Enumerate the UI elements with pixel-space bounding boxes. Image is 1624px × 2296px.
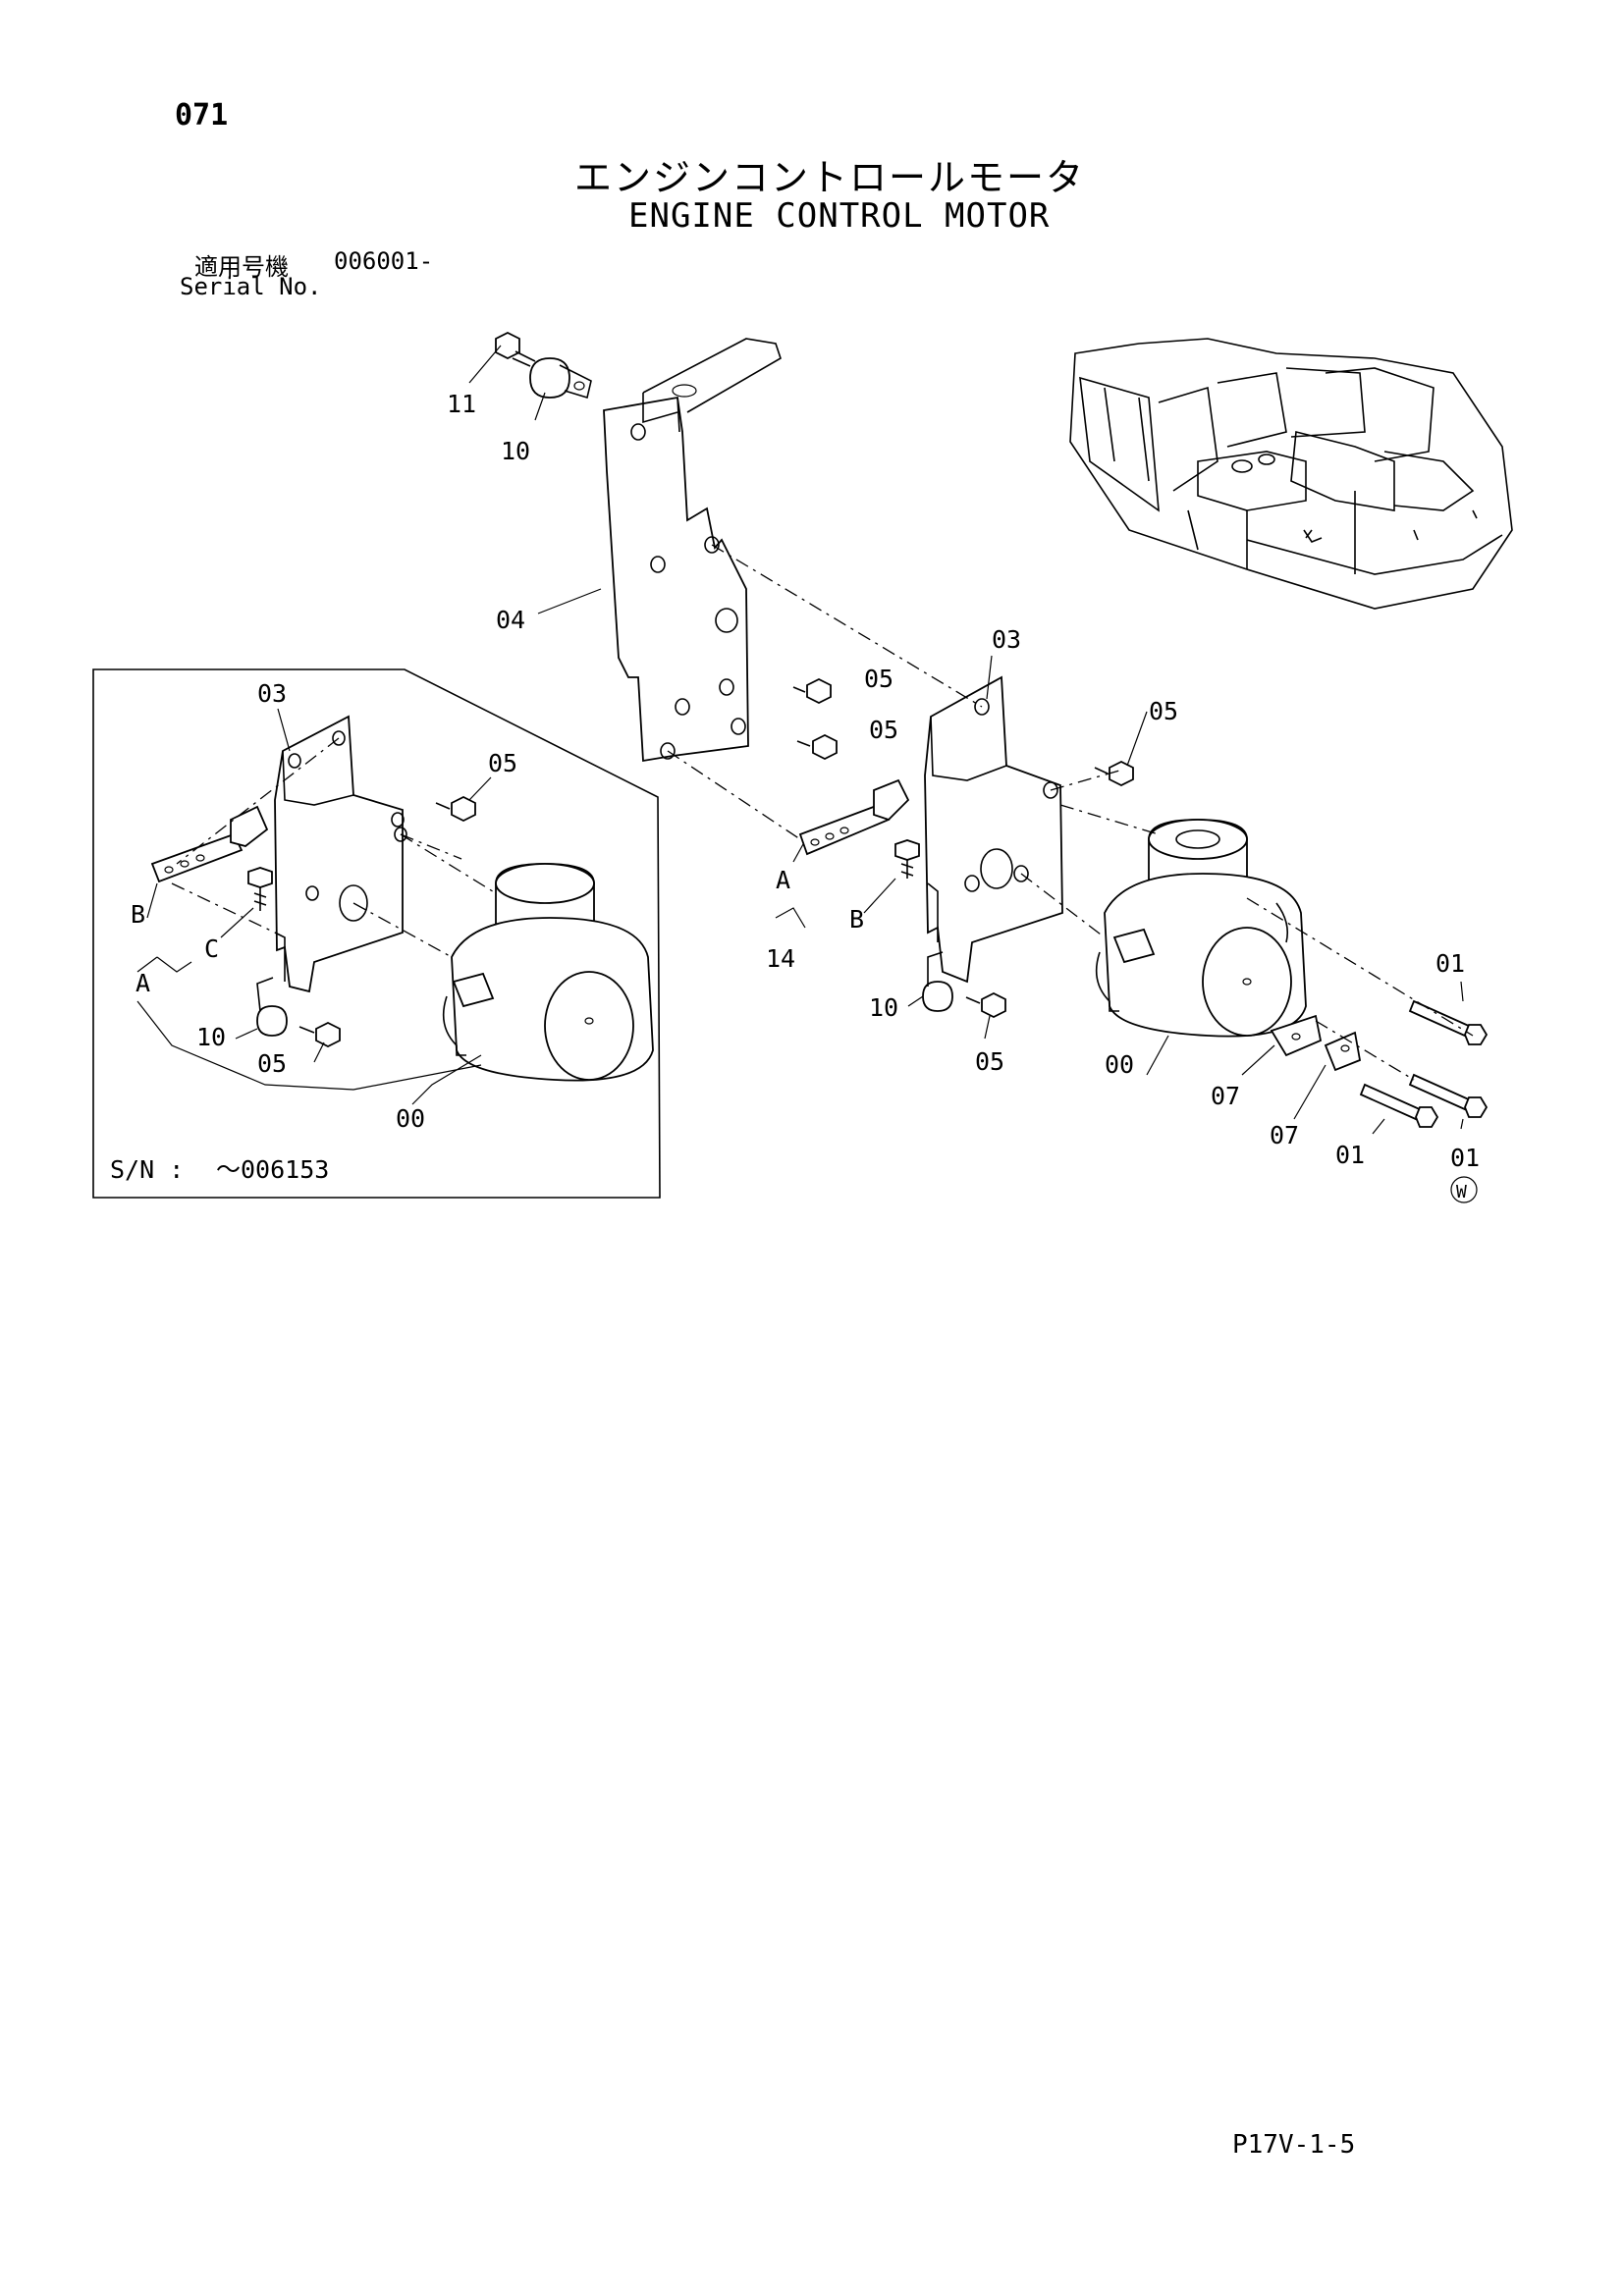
callout-A: A bbox=[776, 866, 790, 894]
callout-04: 04 bbox=[496, 606, 525, 634]
serial-label: Serial No. bbox=[180, 273, 322, 300]
bolt-05-b bbox=[796, 733, 838, 761]
page-number: 071 bbox=[175, 98, 229, 133]
inset-callout-05-lower: 05 bbox=[257, 1049, 287, 1078]
callout-00: 00 bbox=[1105, 1050, 1134, 1079]
machine-location-illustration bbox=[1069, 338, 1513, 610]
inset-panel-earlier-serial: 03 05 B C A 10 05 00 S/N : ～006153 bbox=[92, 668, 661, 1199]
callout-07-a: 07 bbox=[1211, 1082, 1240, 1110]
serial-label-japanese: 適用号機 bbox=[194, 253, 289, 281]
callout-05-b: 05 bbox=[869, 716, 898, 744]
callout-10-lower: 10 bbox=[869, 993, 898, 1022]
callout-14: 14 bbox=[766, 944, 795, 973]
inset-callout-00: 00 bbox=[396, 1104, 425, 1133]
bracket-04 bbox=[603, 338, 782, 763]
clamp-10-lower bbox=[922, 951, 953, 1012]
lever-assembly-14 bbox=[798, 778, 920, 879]
callout-01-c: 01 bbox=[1450, 1144, 1480, 1172]
clamp-10-top bbox=[529, 357, 592, 400]
inset-callout-C: C bbox=[204, 934, 219, 963]
plate-07-a bbox=[1270, 1014, 1323, 1057]
leader-lines bbox=[468, 345, 1464, 1135]
callout-10-top: 10 bbox=[501, 437, 530, 465]
engine-control-motor-00 bbox=[1095, 819, 1307, 1038]
inset-callout-03: 03 bbox=[257, 679, 287, 708]
callout-03: 03 bbox=[992, 625, 1021, 654]
plate-07-b bbox=[1324, 1031, 1362, 1072]
bolt-11 bbox=[495, 331, 536, 367]
page-title: ENGINE CONTROL MOTOR bbox=[628, 196, 1051, 236]
callout-05-a: 05 bbox=[864, 665, 893, 693]
callout-05-d: 05 bbox=[975, 1047, 1004, 1076]
bolt-01-a bbox=[1408, 999, 1489, 1045]
circled-w-letter: W bbox=[1456, 1182, 1467, 1202]
inset-callout-B: B bbox=[131, 900, 145, 929]
bolt-05-a bbox=[792, 677, 832, 705]
inset-serial-label: S/N : bbox=[110, 1155, 184, 1184]
callout-01-b: 01 bbox=[1335, 1141, 1365, 1169]
bolt-01-b bbox=[1359, 1083, 1439, 1128]
bolt-05-c bbox=[1094, 760, 1134, 787]
inset-callout-A: A bbox=[135, 969, 150, 997]
callout-B: B bbox=[849, 905, 864, 934]
figure-code: P17V-1-5 bbox=[1232, 2130, 1356, 2160]
serial-number-range: 006001- bbox=[334, 247, 434, 275]
page-title-japanese: エンジンコントロールモータ bbox=[574, 156, 1086, 199]
inset-callout-05-upper: 05 bbox=[488, 749, 517, 777]
callout-07-b: 07 bbox=[1270, 1121, 1299, 1149]
callout-01-a: 01 bbox=[1435, 949, 1465, 978]
circled-w-mark bbox=[1450, 1176, 1478, 1203]
callout-05-c: 05 bbox=[1149, 697, 1178, 725]
bracket-03 bbox=[924, 675, 1063, 984]
bolt-01-c bbox=[1408, 1073, 1489, 1118]
bolt-05-d bbox=[965, 991, 1006, 1019]
inset-serial-range: ～006153 bbox=[216, 1155, 329, 1184]
callout-11: 11 bbox=[447, 390, 476, 418]
inset-callout-10: 10 bbox=[196, 1023, 226, 1051]
assembly-guide-lines bbox=[667, 544, 1474, 1081]
callout-labels: 11 10 04 03 05 05 05 A B 14 10 05 00 07 … bbox=[447, 390, 1480, 1203]
